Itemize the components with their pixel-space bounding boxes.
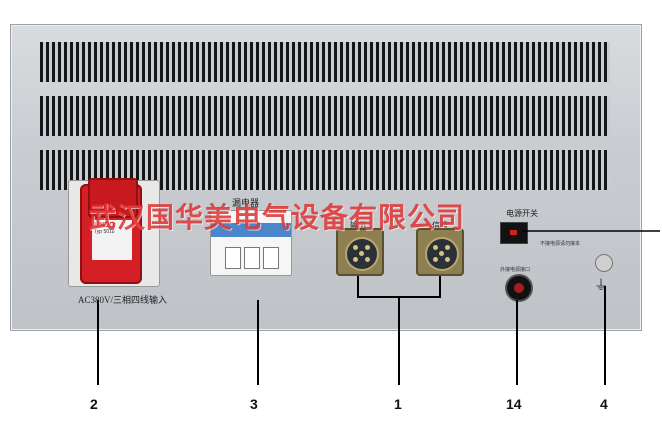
external-power-jack[interactable] xyxy=(505,274,533,302)
leakage-circuit-breaker[interactable] xyxy=(210,210,292,276)
ac-input-label: AC380V/三相四线输入 xyxy=(78,295,168,305)
connector-pin xyxy=(359,251,364,256)
connector-right-label: 信号 xyxy=(432,221,448,230)
jack-hole xyxy=(514,283,524,293)
connector-face xyxy=(345,237,379,271)
switch-indicator xyxy=(510,230,517,235)
power-switch-label: 电源开关 xyxy=(506,209,538,218)
breaker-label: 漏电器 xyxy=(232,198,260,208)
connector-pin xyxy=(365,257,370,262)
switch-note: 不接电源请勿接本 xyxy=(540,241,581,247)
connector-left-label: 输出 xyxy=(350,221,366,230)
socket-brand: UNDO xyxy=(94,222,115,229)
power-rocker-switch[interactable] xyxy=(500,222,528,244)
socket-rating-label: UNDO Typ 5018 xyxy=(92,220,132,260)
callout-number: 14 xyxy=(506,396,522,412)
ground-terminal[interactable] xyxy=(595,254,613,272)
breaker-toggle[interactable] xyxy=(225,247,241,269)
connector-pin xyxy=(445,245,450,250)
company-watermark: 武汉国华美电气设备有限公司 xyxy=(88,201,466,234)
connector-pin xyxy=(353,245,358,250)
aviation-connector-right[interactable] xyxy=(416,228,464,276)
breaker-toggle[interactable] xyxy=(263,247,279,269)
connector-pin xyxy=(353,257,358,262)
callout-number: 4 xyxy=(600,396,608,412)
connector-pin xyxy=(445,257,450,262)
callout-number: 3 xyxy=(250,396,258,412)
connector-pin xyxy=(365,245,370,250)
connector-pin xyxy=(439,251,444,256)
callout-bracket-1 xyxy=(357,276,441,298)
connector-pin xyxy=(433,257,438,262)
breaker-blue-band xyxy=(211,223,291,237)
socket-cover-lid[interactable] xyxy=(88,178,138,218)
jack-label: 外接电源接口 xyxy=(500,267,531,273)
socket-rating: Typ 5018 xyxy=(94,229,115,235)
breaker-toggle[interactable] xyxy=(244,247,260,269)
callout-number: 1 xyxy=(394,396,402,412)
connector-face xyxy=(425,237,459,271)
vent-row xyxy=(40,42,610,82)
aviation-connector-left[interactable] xyxy=(336,228,384,276)
vent-row xyxy=(40,96,610,136)
callout-number: 2 xyxy=(90,396,98,412)
connector-pin xyxy=(433,245,438,250)
